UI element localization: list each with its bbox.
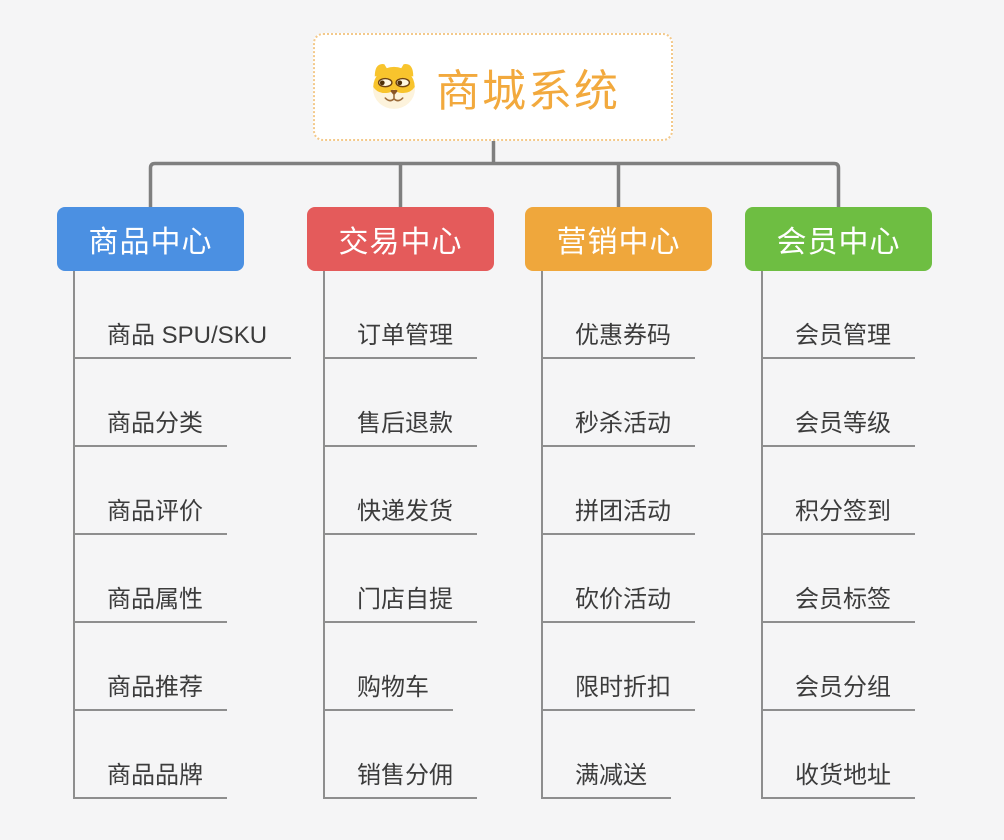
root-title: 商城系统 bbox=[436, 67, 620, 116]
child-topic-row: 会员等级 bbox=[761, 359, 915, 447]
child-topic-row: 积分签到 bbox=[761, 447, 915, 535]
child-topic-row: 满减送 bbox=[541, 711, 695, 799]
child-topic[interactable]: 商品属性 bbox=[73, 586, 227, 623]
child-topic-row: 会员分组 bbox=[761, 623, 915, 711]
branch-rail-line bbox=[148, 161, 841, 207]
child-topic-list: 优惠券码秒杀活动拼团活动砍价活动限时折扣满减送 bbox=[541, 271, 695, 799]
dog-face-icon bbox=[373, 64, 415, 109]
child-topic[interactable]: 收货地址 bbox=[761, 762, 915, 799]
branch-node-1[interactable]: 交易中心 bbox=[307, 207, 494, 271]
child-topic[interactable]: 门店自提 bbox=[323, 586, 477, 623]
child-topic[interactable]: 优惠券码 bbox=[541, 322, 695, 359]
branch-node-0[interactable]: 商品中心 bbox=[57, 207, 244, 271]
branch-column-3: 会员中心会员管理会员等级积分签到会员标签会员分组收货地址 bbox=[745, 207, 995, 799]
child-topic-row: 订单管理 bbox=[323, 271, 477, 359]
child-topic-row: 购物车 bbox=[323, 623, 477, 711]
child-topic-list: 会员管理会员等级积分签到会员标签会员分组收货地址 bbox=[761, 271, 915, 799]
child-topic-row: 砍价活动 bbox=[541, 535, 695, 623]
branch-node-2[interactable]: 营销中心 bbox=[525, 207, 712, 271]
child-topic[interactable]: 会员管理 bbox=[761, 322, 915, 359]
child-topic[interactable]: 订单管理 bbox=[323, 322, 477, 359]
child-topic[interactable]: 积分签到 bbox=[761, 498, 915, 535]
child-topic-row: 商品评价 bbox=[73, 447, 291, 535]
child-topic[interactable]: 商品 SPU/SKU bbox=[73, 322, 292, 359]
child-topic-row: 商品推荐 bbox=[73, 623, 291, 711]
child-topic[interactable]: 销售分佣 bbox=[323, 762, 477, 799]
branch-column-2: 营销中心优惠券码秒杀活动拼团活动砍价活动限时折扣满减送 bbox=[525, 207, 775, 799]
branch-node-3[interactable]: 会员中心 bbox=[745, 207, 932, 271]
child-topic-row: 门店自提 bbox=[323, 535, 477, 623]
child-topic[interactable]: 限时折扣 bbox=[541, 674, 695, 711]
branch-column-1: 交易中心订单管理售后退款快递发货门店自提购物车销售分佣 bbox=[307, 207, 557, 799]
child-topic[interactable]: 砍价活动 bbox=[541, 586, 695, 623]
child-topic-row: 售后退款 bbox=[323, 359, 477, 447]
child-topic[interactable]: 商品分类 bbox=[73, 410, 227, 447]
child-topic[interactable]: 满减送 bbox=[541, 762, 671, 799]
child-topic-row: 销售分佣 bbox=[323, 711, 477, 799]
child-topic[interactable]: 商品评价 bbox=[73, 498, 227, 535]
child-topic-row: 限时折扣 bbox=[541, 623, 695, 711]
child-topic-row: 收货地址 bbox=[761, 711, 915, 799]
child-topic-row: 商品 SPU/SKU bbox=[73, 271, 292, 359]
root-node[interactable]: 商城系统 bbox=[313, 33, 673, 141]
branch-column-0: 商品中心商品 SPU/SKU 商品分类商品评价商品属性商品推荐商品品牌 bbox=[57, 207, 307, 799]
child-topic-row: 秒杀活动 bbox=[541, 359, 695, 447]
child-topic-row: 会员标签 bbox=[761, 535, 915, 623]
child-topic[interactable]: 售后退款 bbox=[323, 410, 477, 447]
child-topic[interactable]: 秒杀活动 bbox=[541, 410, 695, 447]
child-topic-list: 商品 SPU/SKU 商品分类商品评价商品属性商品推荐商品品牌 bbox=[73, 271, 292, 799]
child-topic-list: 订单管理售后退款快递发货门店自提购物车销售分佣 bbox=[323, 271, 477, 799]
child-topic[interactable]: 商品推荐 bbox=[73, 674, 227, 711]
child-topic[interactable]: 会员标签 bbox=[761, 586, 915, 623]
child-topic[interactable]: 会员分组 bbox=[761, 674, 915, 711]
child-topic-row: 快递发货 bbox=[323, 447, 477, 535]
child-topic-row: 会员管理 bbox=[761, 271, 915, 359]
child-topic-row: 商品分类 bbox=[73, 359, 291, 447]
child-topic-row: 拼团活动 bbox=[541, 447, 695, 535]
child-topic[interactable]: 拼团活动 bbox=[541, 498, 695, 535]
child-topic[interactable]: 购物车 bbox=[323, 674, 453, 711]
child-topic-row: 商品属性 bbox=[73, 535, 291, 623]
child-topic-row: 商品品牌 bbox=[73, 711, 291, 799]
child-topic[interactable]: 商品品牌 bbox=[73, 762, 227, 799]
child-topic[interactable]: 快递发货 bbox=[323, 498, 477, 535]
child-topic[interactable]: 会员等级 bbox=[761, 410, 915, 447]
child-topic-row: 优惠券码 bbox=[541, 271, 695, 359]
